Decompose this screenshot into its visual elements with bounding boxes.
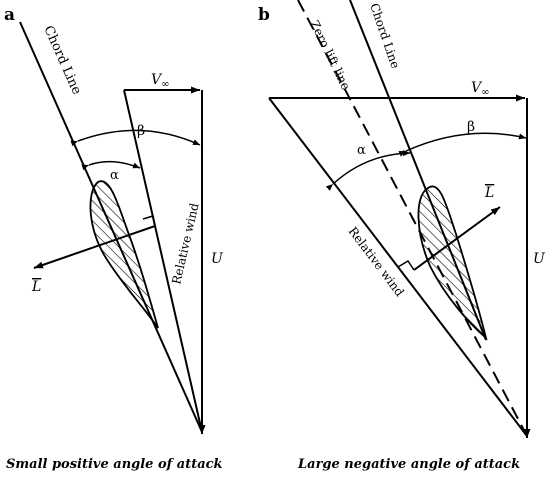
panel-b-beta-arc: [398, 132, 527, 157]
panel-b-u-label: U: [533, 251, 546, 267]
panel-a-lift-arrow: [33, 225, 156, 269]
panel-a-v-inf-label: V∞: [151, 72, 169, 90]
panel-b: b Zero lift line Chord Line V∞ β α L Rel…: [258, 0, 546, 472]
panel-a-caption: Small positive angle of attack: [6, 457, 223, 472]
panel-b-alpha-arc: [325, 150, 411, 191]
panel-a-alpha-label: α: [110, 168, 119, 183]
panel-b-beta-label: β: [467, 119, 475, 135]
panel-b-caption: Large negative angle of attack: [297, 457, 520, 472]
panel-a-beta-label: β: [137, 123, 145, 139]
panel-b-relative-wind-label: Relative wind: [346, 224, 407, 299]
panel-b-letter: b: [258, 5, 270, 25]
panel-b-airfoil: [417, 185, 488, 341]
panel-b-zero-lift-line: [297, 0, 528, 437]
panel-b-zero-lift-line-label: Zero lift line: [307, 18, 353, 92]
panel-b-lift-arrow: [413, 206, 501, 271]
panel-b-chord-line-label: Chord Line: [367, 1, 402, 70]
panel-a-lift-label: L: [31, 279, 41, 295]
panel-a-letter: a: [4, 5, 15, 25]
panel-b-v-inf-label: V∞: [471, 80, 489, 98]
panel-a-relative-wind-label: Relative wind: [169, 201, 201, 285]
panel-a-right-angle-marker: [142, 215, 156, 227]
panel-b-lift-label: L: [484, 185, 494, 201]
panel-a-u-label: U: [211, 251, 224, 267]
panel-a-chord-line-label: Chord Line: [40, 24, 84, 98]
panel-a-alpha-arc: [81, 160, 141, 171]
panel-b-alpha-label: α: [357, 143, 366, 158]
panel-a-airfoil: [89, 180, 159, 329]
panel-a-beta-arc: [70, 129, 201, 147]
panel-a: a Chord Line V∞ β α Relative wind U L Sm…: [4, 5, 224, 472]
panel-a-relative-wind-line: [123, 89, 203, 433]
panel-b-right-angle-marker: [397, 259, 415, 271]
